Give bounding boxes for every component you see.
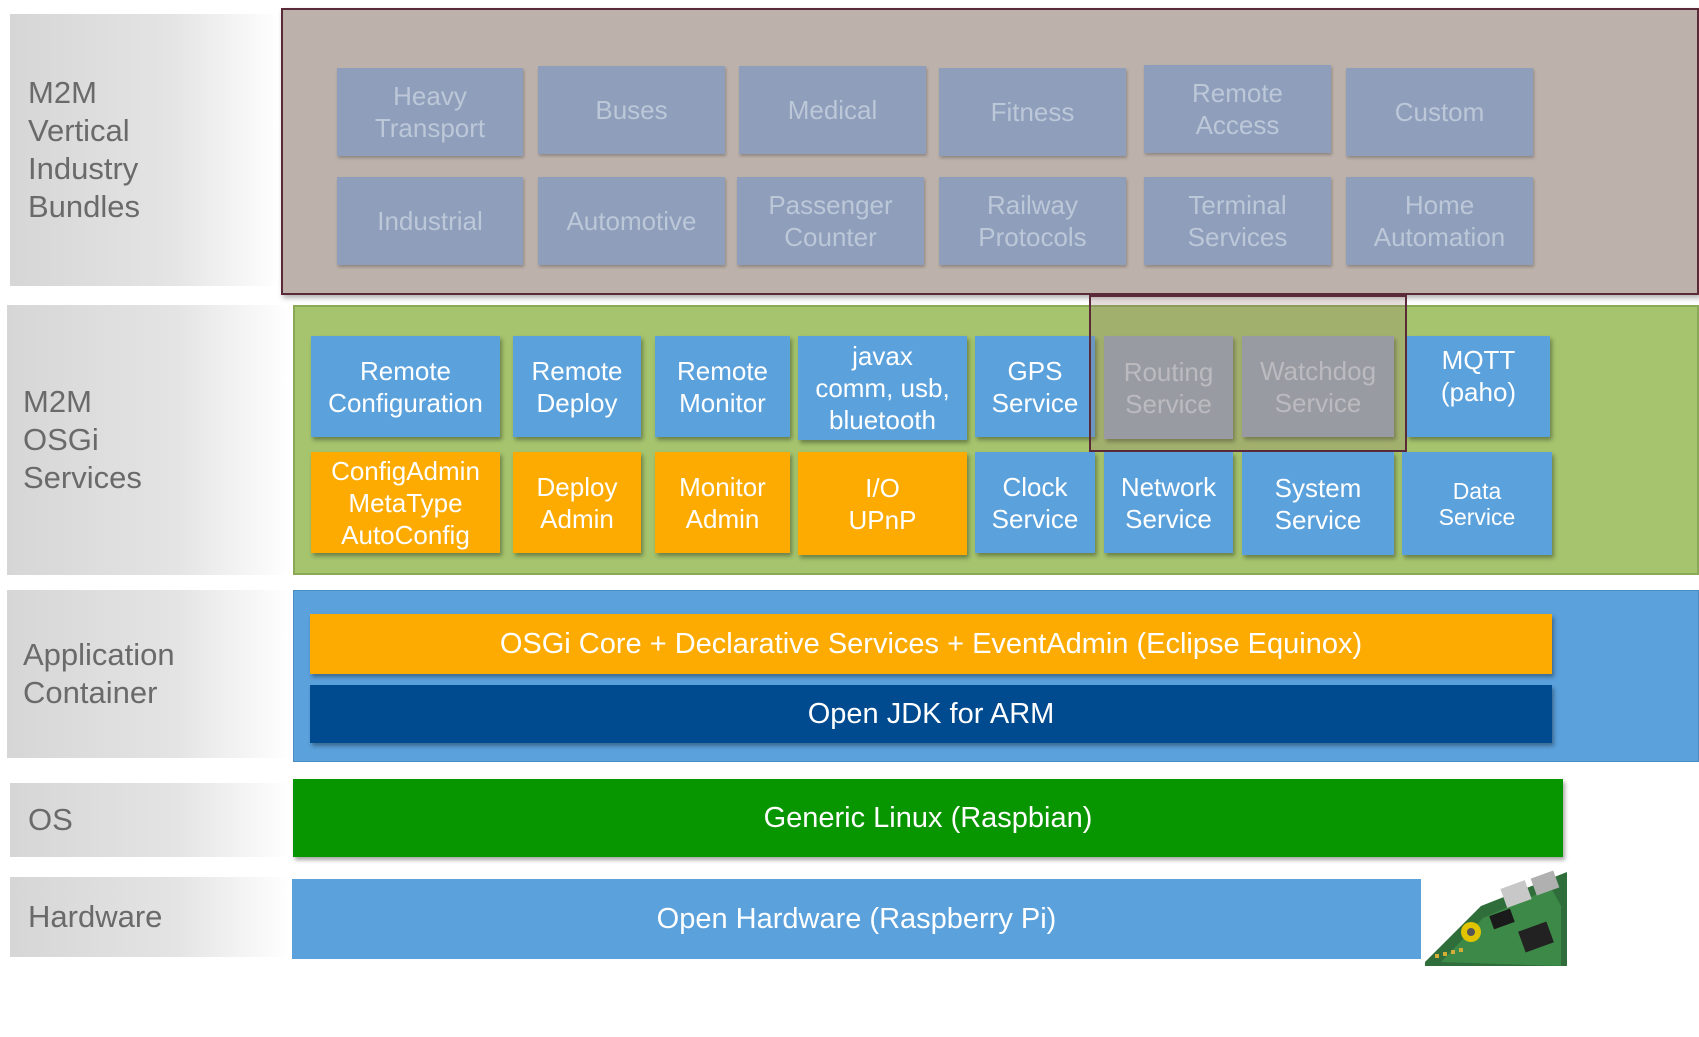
service-configadmin: ConfigAdmin MetaType AutoConfig [311, 452, 500, 553]
layer-label-services: M2M OSGi Services [7, 305, 290, 575]
layer-label-container-text: Application Container [23, 637, 175, 710]
layer-label-os: OS [10, 783, 290, 857]
bundle-industrial: Industrial [337, 177, 523, 265]
service-mqtt: MQTT (paho) [1407, 336, 1550, 437]
service-deploy-admin: Deploy Admin [513, 452, 641, 553]
layer-label-services-text: M2M OSGi Services [23, 384, 142, 495]
osgi-core-bar: OSGi Core + Declarative Services + Event… [310, 614, 1552, 674]
service-clock: Clock Service [975, 452, 1095, 553]
service-remote-deploy: Remote Deploy [513, 336, 641, 437]
bundle-automotive: Automotive [538, 177, 725, 265]
layer-label-os-text: OS [28, 802, 73, 837]
service-network: Network Service [1104, 452, 1233, 553]
bundle-overlay-frame [1089, 295, 1407, 452]
service-monitor-admin: Monitor Admin [655, 452, 790, 553]
service-data: Data Service [1402, 452, 1552, 555]
service-remote-monitor: Remote Monitor [655, 336, 790, 437]
hardware-bar: Open Hardware (Raspberry Pi) [292, 879, 1421, 959]
layer-label-bundles: M2M Vertical Industry Bundles [10, 14, 280, 286]
service-gps: GPS Service [975, 336, 1095, 437]
open-jdk-bar: Open JDK for ARM [310, 685, 1552, 743]
service-io-upnp: I/O UPnP [798, 452, 967, 555]
bundle-passenger-counter: Passenger Counter [737, 177, 924, 265]
bundle-heavy-transport: Heavy Transport [337, 68, 523, 156]
bundle-railway-protocols: Railway Protocols [939, 177, 1126, 265]
bundle-home-automation: Home Automation [1346, 177, 1533, 265]
layer-label-container: Application Container [7, 590, 290, 758]
bundle-fitness: Fitness [939, 68, 1126, 156]
bundle-buses: Buses [538, 66, 725, 154]
service-javax: javax comm, usb, bluetooth [798, 336, 967, 440]
layer-label-bundles-text: M2M Vertical Industry Bundles [28, 75, 141, 224]
service-remote-configuration: Remote Configuration [311, 336, 500, 437]
layer-label-hardware: Hardware [10, 877, 290, 957]
service-routing: Routing Service [1104, 336, 1233, 439]
os-bar: Generic Linux (Raspbian) [293, 779, 1563, 857]
bundle-remote-access: Remote Access [1144, 65, 1331, 153]
raspberry-pi-board-icon [1425, 870, 1567, 966]
bundle-terminal-services: Terminal Services [1144, 177, 1331, 265]
service-system: System Service [1242, 452, 1394, 555]
layer-label-hardware-text: Hardware [28, 899, 163, 934]
bundle-custom: Custom [1346, 68, 1533, 156]
bundle-medical: Medical [739, 66, 926, 154]
service-watchdog: Watchdog Service [1242, 336, 1394, 437]
